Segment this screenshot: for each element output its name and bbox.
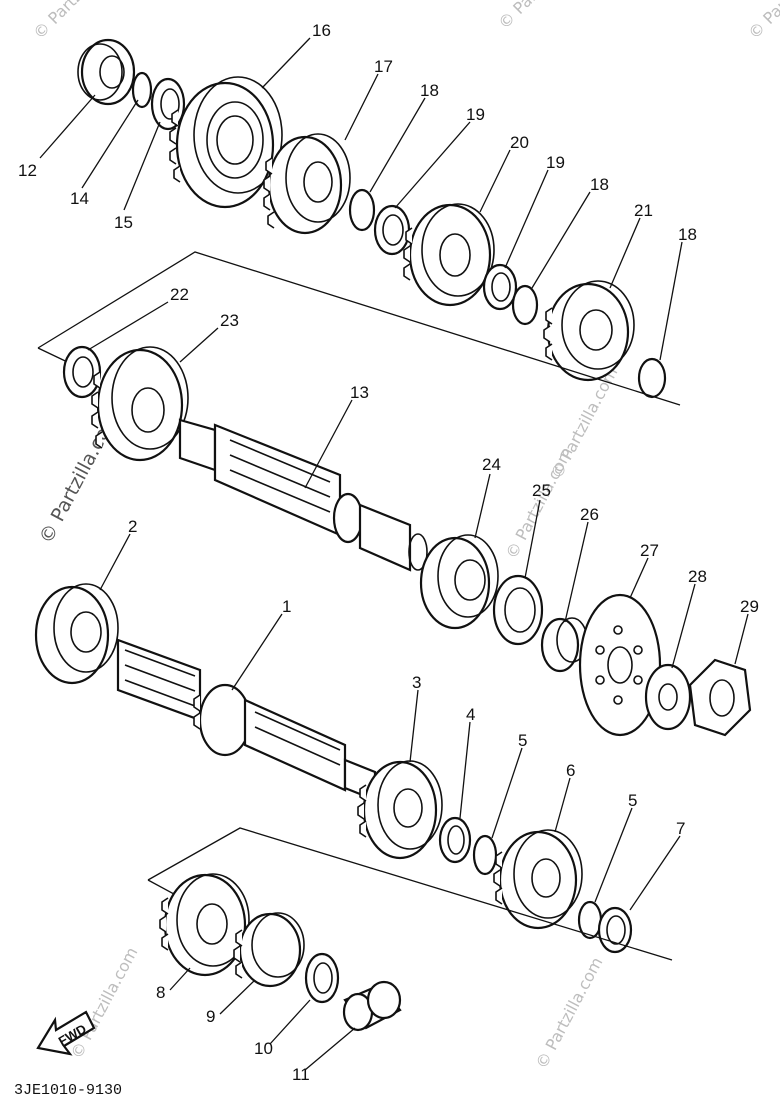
part-21-gear — [543, 280, 635, 382]
callout-13: 13 — [350, 383, 369, 402]
part-18-circlip — [511, 284, 539, 326]
part-6-gear — [493, 829, 583, 930]
callout-22: 22 — [170, 285, 189, 304]
callout-8: 8 — [156, 983, 165, 1002]
callout-19: 19 — [546, 153, 565, 172]
callout-9: 9 — [206, 1007, 215, 1026]
part-3-gear — [357, 760, 443, 860]
part-15-washer — [150, 77, 186, 131]
leader-lines — [39, 37, 749, 1071]
watermark: © Partzilla.com — [532, 954, 607, 1072]
part-9-gear — [233, 912, 305, 988]
callout-18: 18 — [678, 225, 697, 244]
part-23-gear — [91, 346, 189, 462]
part-8-gear — [159, 873, 250, 977]
callout-27: 27 — [640, 541, 659, 560]
part-1-countershaft — [116, 638, 377, 802]
callout-14: 14 — [70, 189, 89, 208]
part-25-seal — [492, 574, 544, 646]
callout-23: 23 — [220, 311, 239, 330]
part-29-nut — [688, 658, 752, 737]
watermark: © Partzilla.com — [744, 0, 780, 43]
callout-6: 6 — [566, 761, 575, 780]
assembly-bracket-bottom — [147, 827, 673, 961]
part-18-circlip — [637, 357, 667, 399]
callout-10: 10 — [254, 1039, 273, 1058]
callout-labels: 16 17 18 19 20 19 18 21 18 12 14 15 22 2… — [18, 21, 759, 1084]
callout-5: 5 — [518, 731, 527, 750]
callout-12: 12 — [18, 161, 37, 180]
part-20-gear — [403, 203, 495, 307]
callout-1: 1 — [282, 597, 291, 616]
assembly-bracket-top — [37, 251, 681, 406]
part-11-needle-bearing — [342, 980, 402, 1032]
part-19-washer — [373, 204, 411, 256]
part-19-washer — [482, 263, 518, 311]
watermark: © Partzilla.com — [29, 0, 130, 43]
part-14-circlip — [131, 71, 153, 109]
callout-11: 11 — [292, 1065, 310, 1084]
part-5-circlip — [472, 834, 498, 876]
part-7-washer — [597, 906, 633, 954]
part-16-gear — [169, 76, 283, 209]
callout-4: 4 — [466, 705, 475, 724]
callout-2: 2 — [128, 517, 137, 536]
callout-26: 26 — [580, 505, 599, 524]
callout-7: 7 — [676, 819, 685, 838]
callout-24: 24 — [482, 455, 501, 474]
callout-21: 21 — [634, 201, 653, 220]
part-4-washer — [438, 816, 472, 864]
callout-18: 18 — [420, 81, 439, 100]
callout-3: 3 — [412, 673, 421, 692]
watermark: © Partzilla.com — [67, 944, 142, 1062]
watermark: © Partzilla.com — [494, 0, 595, 33]
callout-15: 15 — [114, 213, 133, 232]
part-22-washer — [62, 345, 102, 399]
callout-5: 5 — [628, 791, 637, 810]
part-28-lock-washer — [644, 663, 692, 731]
callout-25: 25 — [532, 481, 551, 500]
callout-20: 20 — [510, 133, 529, 152]
part-17-gear — [263, 133, 351, 235]
part-27-sprocket — [578, 593, 662, 737]
callout-16: 16 — [312, 21, 331, 40]
part-24-bearing — [419, 534, 499, 630]
fwd-arrow-icon: FWD — [36, 1010, 96, 1056]
callout-18: 18 — [590, 175, 609, 194]
callout-17: 17 — [374, 57, 393, 76]
part-2-bearing — [34, 583, 119, 685]
callout-29: 29 — [740, 597, 759, 616]
callout-19: 19 — [466, 105, 485, 124]
part-12-bearing — [77, 38, 136, 106]
callout-28: 28 — [688, 567, 707, 586]
part-18-circlip — [348, 188, 376, 232]
part-13-main-axle — [178, 418, 428, 572]
diagram-reference-code: 3JE1010-9130 — [14, 1082, 122, 1099]
part-10-washer — [304, 952, 340, 1004]
